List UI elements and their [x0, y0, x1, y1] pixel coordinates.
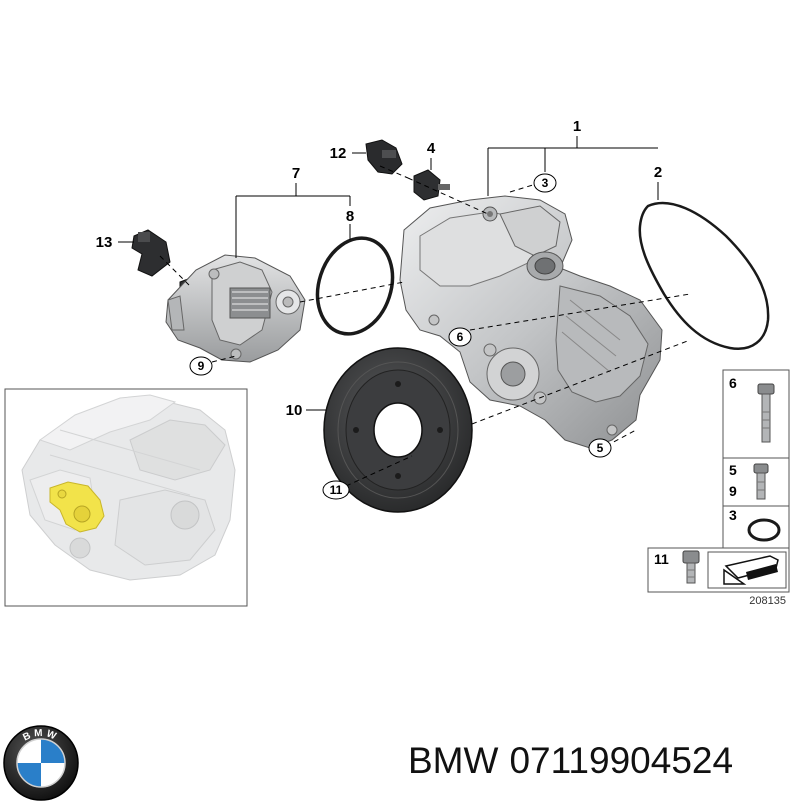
- thermostat-housing-7: [165, 254, 306, 363]
- hardware-legend: 6 5 9 3 11: [647, 369, 790, 607]
- bolt-6-icon: [757, 383, 775, 443]
- bolt-11-icon: [682, 550, 700, 584]
- callout-11-circle: 11: [322, 480, 350, 500]
- legend-label-5: 5: [729, 462, 737, 478]
- callout-12: 12: [330, 145, 347, 162]
- callout-labels: 1 2 4 7 8 10 12 13: [96, 118, 663, 419]
- diagram-reference-code: 208135: [749, 595, 786, 607]
- legend-label-9: 9: [729, 483, 737, 499]
- sensor-4: [413, 169, 450, 201]
- svg-text:BMW: BMW: [21, 728, 60, 744]
- callout-4: 4: [427, 140, 436, 157]
- engine-inset: [4, 388, 248, 607]
- callout-13: 13: [96, 234, 113, 251]
- o-ring-8: [315, 236, 395, 336]
- callout-8: 8: [346, 208, 354, 225]
- water-pump-1: [399, 195, 663, 449]
- brand-name: BMW: [408, 740, 499, 781]
- callout-2: 2: [654, 164, 662, 181]
- callout-10: 10: [286, 402, 303, 419]
- callout-9-circle: 9: [189, 356, 213, 376]
- callout-7: 7: [292, 165, 300, 182]
- callout-6: 6: [457, 330, 464, 344]
- legend-label-6: 6: [729, 375, 737, 391]
- part-number: 07119904524: [509, 740, 734, 781]
- logo-lettering: BMW: [21, 728, 57, 744]
- legend-label-3: 3: [729, 507, 737, 523]
- leader-lines: [118, 136, 691, 487]
- pulley-10: [323, 347, 473, 513]
- callout-6-circle: 6: [448, 327, 472, 347]
- bmw-roundel-icon: BMW: [3, 725, 79, 801]
- bmw-logo: BMW: [2, 724, 80, 802]
- sensor-12: [365, 139, 403, 175]
- callout-3-circle: 3: [533, 173, 557, 193]
- callout-11: 11: [330, 483, 343, 497]
- callout-3: 3: [542, 176, 549, 190]
- gasket-2: [638, 201, 770, 351]
- assembly-note-icon: [707, 551, 787, 589]
- callout-5-circle: 5: [588, 438, 612, 458]
- seal-ring-3-icon: [747, 518, 781, 542]
- water-pump-highlight: [49, 481, 105, 533]
- callout-circles: 3 6 5 9 11: [189, 173, 612, 500]
- callout-1: 1: [573, 118, 581, 135]
- callout-5: 5: [597, 441, 604, 455]
- callout-9: 9: [198, 359, 205, 373]
- legend-label-11: 11: [654, 551, 669, 567]
- bolt-5-9-icon: [753, 463, 769, 500]
